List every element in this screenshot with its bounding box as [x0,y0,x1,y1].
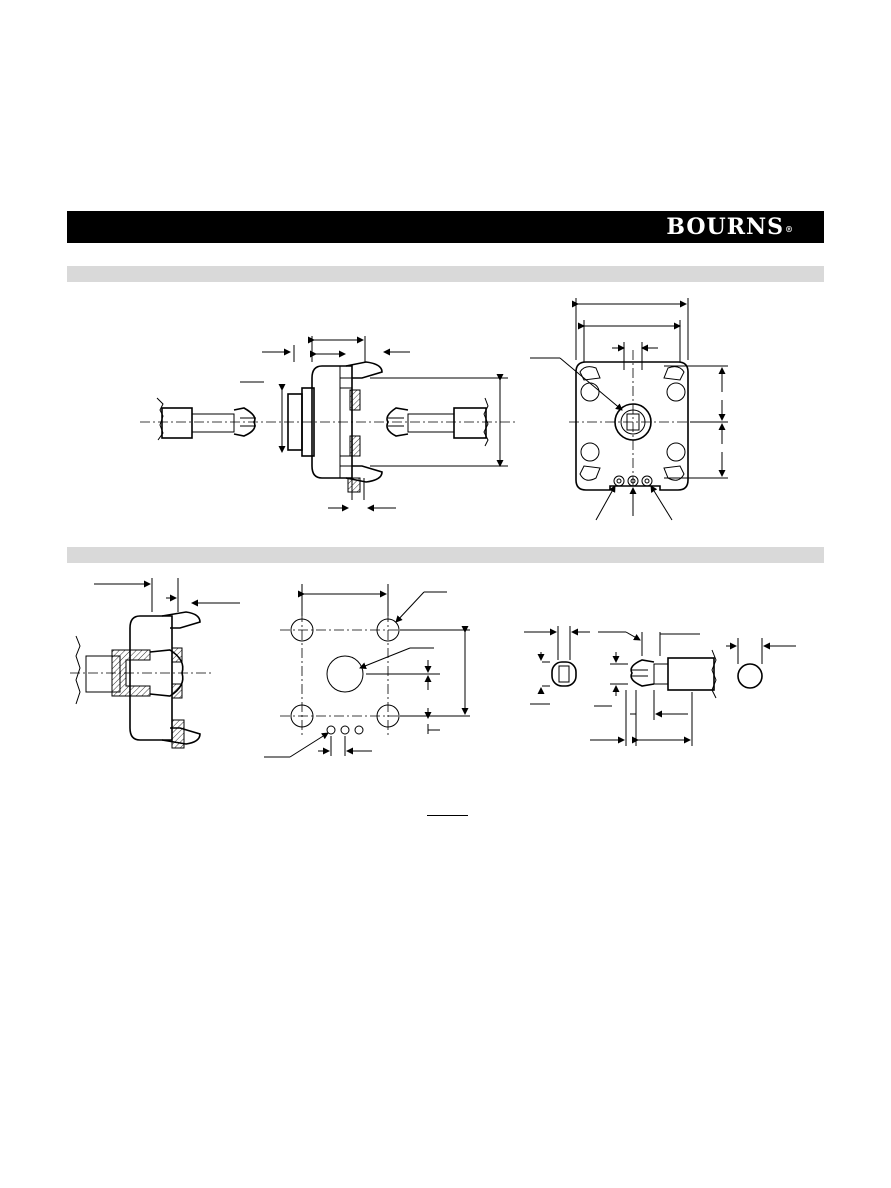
brand-name: BOURNS [666,214,784,240]
brand-header-band: BOURNS® [67,211,824,243]
registered-mark: ® [785,224,794,234]
shaft-details-drawing [524,626,796,746]
mounted-section-drawing [70,578,240,749]
section-bar-product-dimensions [67,266,824,282]
side-view-drawing [140,336,515,512]
front-view-drawing [530,298,728,521]
separator-rule [427,815,468,816]
bourns-logo-icon: BOURNS® [666,214,794,240]
section-bar-mounting-options [67,547,824,563]
pcb-layout-drawing [264,584,470,758]
